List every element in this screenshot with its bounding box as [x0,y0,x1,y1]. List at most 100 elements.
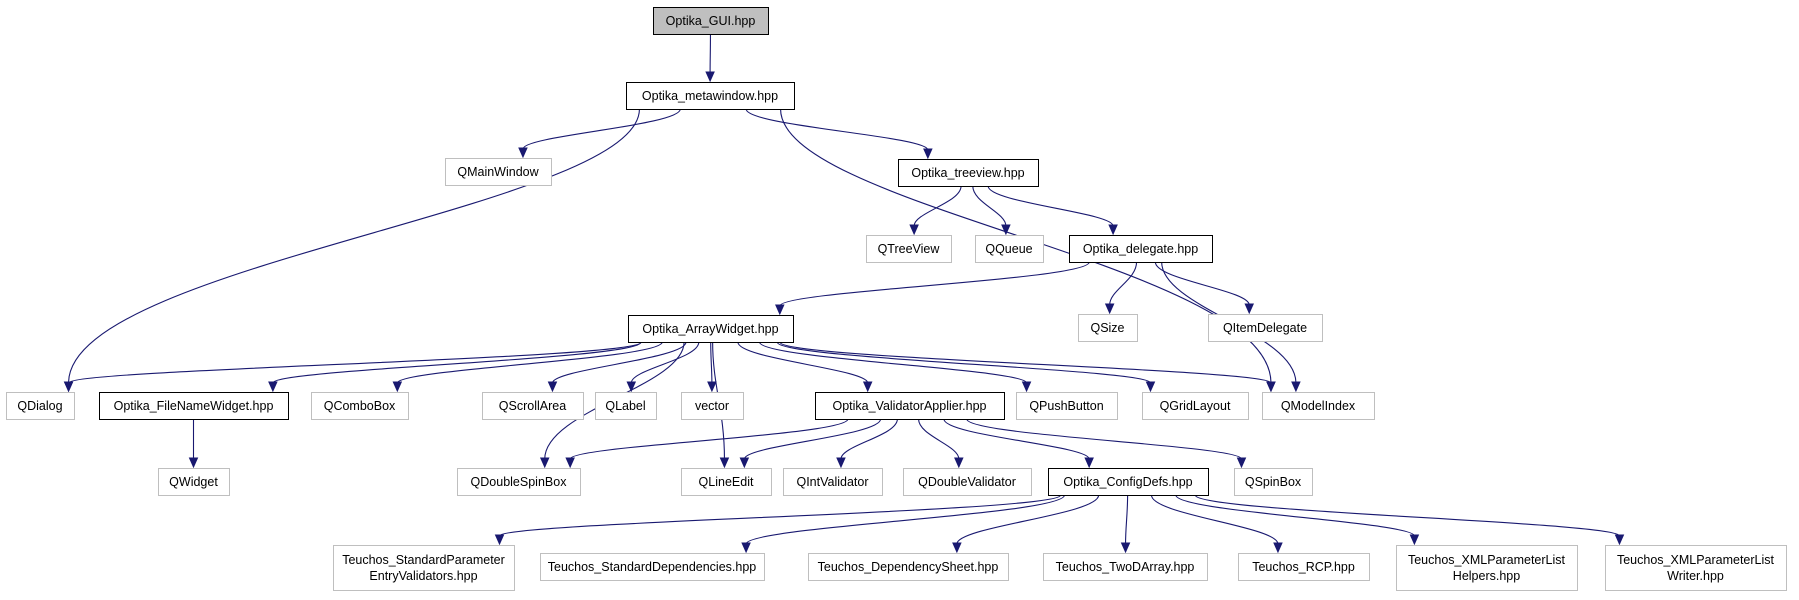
edge-line [779,341,1272,384]
node-label: Teuchos_XMLParameterList [1408,553,1566,567]
arrowhead-icon [909,224,919,236]
edge-validatorapplier-to-qintvalidator [836,418,898,469]
edge-arraywidget-to-qscrollarea [547,341,687,393]
edge-validatorapplier-to-qdoublespinbox [565,418,849,469]
node-qspinbox: QSpinBox [1234,468,1313,496]
arrowhead-icon [268,381,278,393]
node-label: QWidget [169,475,218,489]
edge-line [743,418,882,460]
node-box [457,468,581,496]
node-label: Teuchos_TwoDArray.hpp [1056,560,1195,574]
node-qdialog: QDialog [6,392,75,420]
arrowhead-icon [565,457,575,469]
node-label: Optika_metawindow.hpp [642,89,778,103]
edge-line [396,341,663,384]
node-label: QComboBox [324,399,396,413]
edge-line [758,341,1028,384]
node-box [898,159,1039,187]
node-label: Teuchos_StandardDependencies.hpp [548,560,757,574]
node-treeview[interactable]: Optika_treeview.hpp [898,159,1039,187]
node-metawindow[interactable]: Optika_metawindow.hpp [626,82,795,110]
edge-configdefs-to-teuchos_stddeps [741,494,1066,554]
arrowhead-icon [392,381,403,393]
node-label: QMainWindow [457,165,539,179]
node-box [681,468,772,496]
edge-configdefs-to-teuchos_stdparam [494,494,1062,546]
edge-configdefs-to-teuchos_xmlwriter [1194,494,1625,546]
edge-filenamewidget-to-qwidget [188,418,199,469]
edge-line [943,418,1090,460]
node-qmainwindow: QMainWindow [445,158,552,186]
edge-line [272,341,642,384]
arrowhead-icon [539,457,550,469]
node-label: Optika_ConfigDefs.hpp [1063,475,1192,489]
arrowhead-icon [775,304,785,316]
edge-arraywidget-to-qdialog [63,341,642,393]
edge-line [918,418,960,460]
node-box [1069,235,1213,263]
edge-line [68,108,640,384]
node-label: Teuchos_StandardParameter [342,553,505,567]
node-filenamewidget[interactable]: Optika_FileNameWidget.hpp [99,392,289,420]
node-label: Helpers.hpp [1453,569,1520,583]
node-label: Optika_ValidatorApplier.hpp [832,399,986,413]
edge-line [972,185,1007,227]
node-box [628,315,794,343]
node-label: QSize [1090,321,1124,335]
edge-line [710,341,713,384]
node-vector: vector [681,392,744,420]
edge-arraywidget-to-qmodelindex [779,341,1276,393]
edge-metawindow-to-treeview [745,108,933,160]
node-box [311,392,409,420]
arrowhead-icon [952,542,962,554]
node-box [1396,545,1578,591]
edge-arraywidget-to-filenamewidget [268,341,642,393]
edge-line [840,418,898,460]
node-label: Teuchos_DependencySheet.hpp [818,560,999,574]
edge-line [68,341,642,384]
edge-configdefs-to-teuchos_depsheet [952,494,1100,554]
node-box [333,545,515,591]
edge-validatorapplier-to-qlineedit [739,418,882,469]
node-label: QScrollArea [499,399,566,413]
edge-delegate-to-qsize [1104,261,1138,315]
edge-treeview-to-qtreeview [909,185,962,236]
node-box [1142,392,1249,420]
node-label: Teuchos_XMLParameterList [1617,553,1775,567]
node-label: QGridLayout [1160,399,1231,413]
arrowhead-icon [862,381,873,393]
arrowhead-icon [1145,381,1156,393]
node-qcombobox: QComboBox [311,392,409,420]
edge-line [1109,261,1138,306]
arrowhead-icon [836,457,846,469]
edge-validatorapplier-to-qspinbox [966,418,1247,469]
arrowhead-icon [1084,457,1094,469]
edge-arraywidget-to-validatorapplier [737,341,873,393]
node-label: Optika_FileNameWidget.hpp [114,399,274,413]
edge-validatorapplier-to-qdoublevalidator [918,418,964,469]
arrowhead-icon [1291,381,1301,393]
node-validatorapplier[interactable]: Optika_ValidatorApplier.hpp [815,392,1005,420]
node-gui[interactable]: Optika_GUI.hpp [653,7,769,35]
edge-line [522,108,681,150]
edge-line [1125,494,1129,545]
node-label: QDoubleSpinBox [471,475,568,489]
node-box [482,392,584,420]
arrowhead-icon [547,381,558,393]
node-configdefs[interactable]: Optika_ConfigDefs.hpp [1048,468,1209,496]
node-box [1262,392,1375,420]
edge-arraywidget-to-qlabel [626,341,700,393]
node-label: QItemDelegate [1223,321,1307,335]
node-delegate[interactable]: Optika_delegate.hpp [1069,235,1213,263]
arrowhead-icon [1266,381,1276,393]
node-arraywidget[interactable]: Optika_ArrayWidget.hpp [628,315,794,343]
node-box [1234,468,1313,496]
node-box [1016,392,1118,420]
node-qpushbutton: QPushButton [1016,392,1118,420]
node-label: QModelIndex [1281,399,1356,413]
arrowhead-icon [705,71,715,83]
edge-validatorapplier-to-configdefs [943,418,1094,469]
node-box [1043,553,1208,581]
node-qlineedit: QLineEdit [681,468,772,496]
